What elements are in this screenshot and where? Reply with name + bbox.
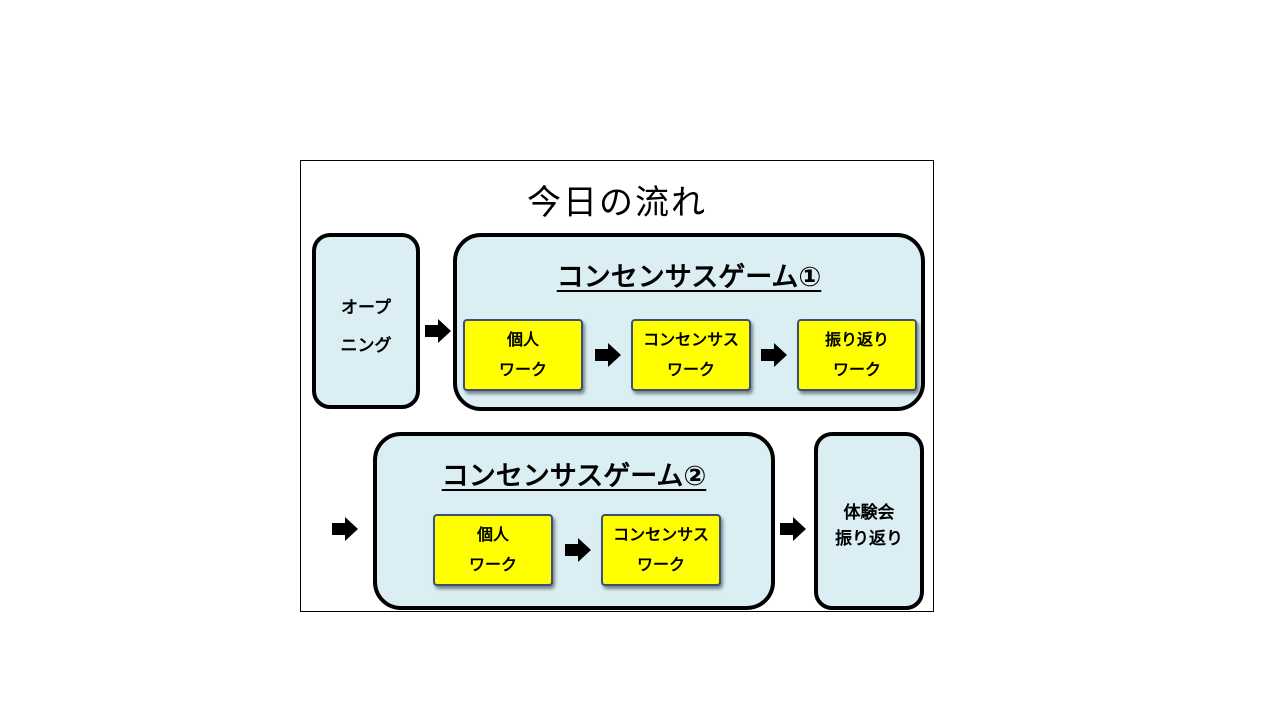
opening-box: オープ ニング <box>312 233 420 409</box>
step-label-line2: ワーク <box>468 555 517 574</box>
consensus-game-1-title: コンセンサスゲーム① <box>556 262 822 293</box>
review-label-line2: 振り返り <box>835 529 903 549</box>
opening-label-line2: ニング <box>340 336 392 356</box>
game2-step-individual-work: 個人 ワーク <box>433 514 553 586</box>
consensus-game-1-box: コンセンサスゲーム① 個人 ワーク コンセンサス ワーク 振り返り ワーク <box>453 233 925 411</box>
step-label-line1: コンセンサス <box>643 330 739 349</box>
game2-step-consensus-work: コンセンサス ワーク <box>601 514 721 586</box>
step-label-line1: コンセンサス <box>613 525 709 544</box>
arrow-icon <box>780 517 806 541</box>
opening-label-line1: オープ <box>341 298 391 318</box>
review-box: 体験会 振り返り <box>814 432 924 610</box>
arrow-icon <box>565 538 591 562</box>
slide-title: 今日の流れ <box>527 183 707 223</box>
consensus-game-2-box: コンセンサスゲーム② 個人 ワーク コンセンサス ワーク <box>373 432 775 610</box>
game1-step-reflection-work: 振り返り ワーク <box>797 319 917 391</box>
consensus-game-2-title: コンセンサスゲーム② <box>441 461 707 492</box>
step-label-line1: 個人 <box>506 330 539 349</box>
game1-step-individual-work: 個人 ワーク <box>463 319 583 391</box>
step-label-line2: ワーク <box>666 360 715 379</box>
step-label-line2: ワーク <box>832 360 881 379</box>
slide-frame: 今日の流れ オープ ニング コンセンサスゲーム① 個人 ワーク コンセンサス ワ… <box>300 160 934 612</box>
step-label-line1: 個人 <box>476 525 509 544</box>
step-label-line2: ワーク <box>498 360 547 379</box>
review-label-line1: 体験会 <box>843 503 895 523</box>
step-label-line1: 振り返り <box>824 330 889 349</box>
arrow-icon <box>332 517 358 541</box>
game1-step-consensus-work: コンセンサス ワーク <box>631 319 751 391</box>
arrow-icon <box>595 343 621 367</box>
arrow-icon <box>761 343 787 367</box>
arrow-icon <box>425 319 451 343</box>
step-label-line2: ワーク <box>636 555 685 574</box>
